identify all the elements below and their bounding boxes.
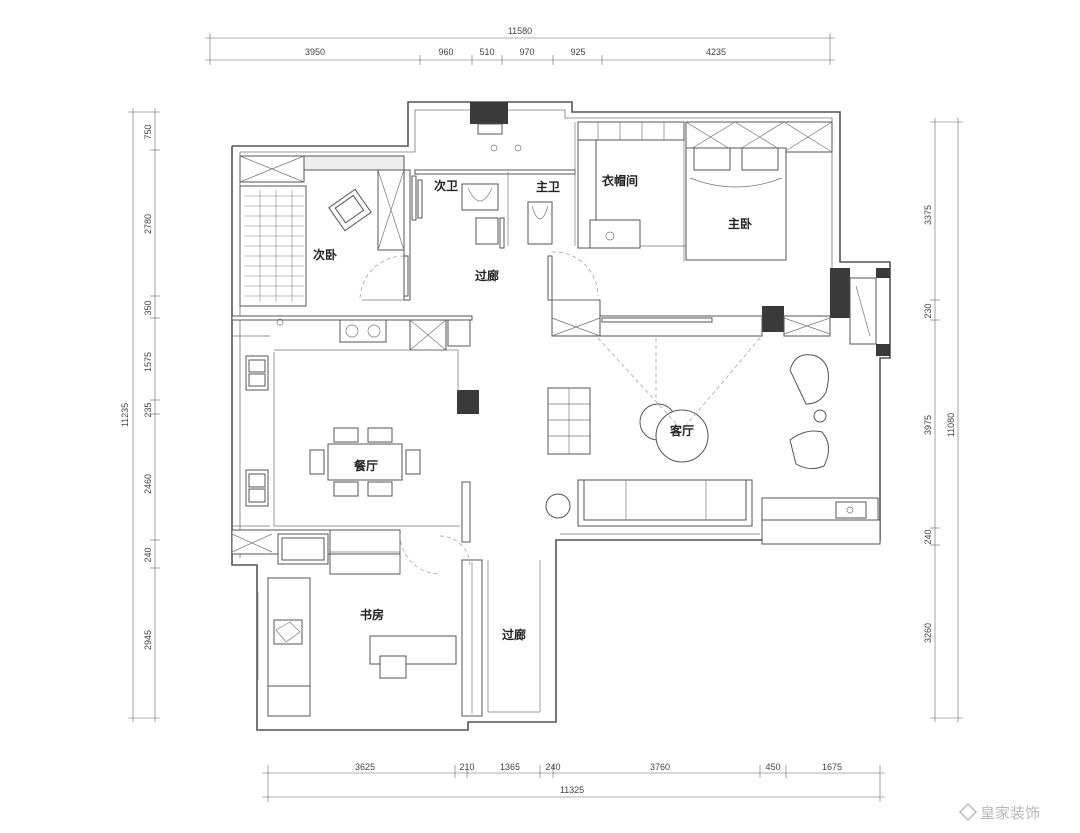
room-label-master-bedroom: 主卧 xyxy=(728,216,752,231)
room-label-dining-room: 餐厅 xyxy=(354,458,378,473)
right-total-dimension: 11080 xyxy=(946,413,956,437)
door-swings xyxy=(359,175,599,575)
bottom-dim-4: 240 xyxy=(545,762,560,772)
bottom-dim-2: 210 xyxy=(459,762,474,772)
bottom-dim-6: 450 xyxy=(765,762,780,772)
right-dim-2: 230 xyxy=(923,303,933,318)
room-label-corridor-lower: 过廊 xyxy=(502,627,526,642)
left-total-dimension: 11235 xyxy=(120,403,130,427)
bottom-dim-5: 3760 xyxy=(650,762,670,772)
room-label-study: 书房 xyxy=(360,607,384,622)
top-dim-1: 3950 xyxy=(305,47,325,57)
top-dimension-lines: 11580 3950 960 510 970 925 4235 xyxy=(205,26,835,65)
bottom-dim-3: 1365 xyxy=(500,762,520,772)
left-dim-8: 2945 xyxy=(143,630,153,650)
furniture xyxy=(239,121,867,717)
bottom-total-dimension: 11325 xyxy=(560,785,584,795)
room-label-walk-in-closet: 衣帽间 xyxy=(602,173,638,188)
left-dim-4: 1575 xyxy=(143,352,153,372)
room-label-secondary-bedroom: 次卧 xyxy=(313,247,337,262)
bottom-dim-1: 3625 xyxy=(355,762,375,772)
right-dim-4: 240 xyxy=(923,529,933,544)
top-dim-4: 970 xyxy=(519,47,534,57)
top-dim-5: 925 xyxy=(570,47,585,57)
right-dim-3: 3975 xyxy=(923,415,933,435)
left-dim-1: 750 xyxy=(143,124,153,139)
bottom-dim-7: 1675 xyxy=(822,762,842,772)
left-dim-7: 240 xyxy=(143,547,153,562)
left-dim-5: 235 xyxy=(143,402,153,417)
room-label-corridor-upper: 过廊 xyxy=(475,268,499,283)
left-dimension-lines: 750 2780 350 1575 235 2460 240 2945 1123… xyxy=(120,108,160,722)
left-dim-3: 350 xyxy=(143,300,153,315)
watermark: 皇家装饰 xyxy=(958,802,1040,822)
right-dimension-lines: 3375 230 3975 240 3260 11080 xyxy=(923,118,963,722)
right-dim-5: 3260 xyxy=(923,623,933,643)
room-label-master-bathroom: 主卫 xyxy=(536,179,560,194)
left-dim-6: 2460 xyxy=(143,474,153,494)
right-dim-1: 3375 xyxy=(923,205,933,225)
bottom-dimension-lines: 3625 210 1365 240 3760 450 1675 11325 xyxy=(262,762,885,802)
top-dim-6: 4235 xyxy=(706,47,726,57)
room-labels: 次卫 主卫 衣帽间 主卧 次卧 过廊 餐厅 客厅 书房 过廊 xyxy=(313,173,752,642)
top-total-dimension: 11580 xyxy=(508,26,532,36)
top-dim-2: 960 xyxy=(438,47,453,57)
watermark-text: 皇家装饰 xyxy=(980,805,1040,822)
room-label-secondary-bathroom: 次卫 xyxy=(434,178,458,193)
top-dim-3: 510 xyxy=(479,47,494,57)
room-label-living-room: 客厅 xyxy=(669,423,694,438)
left-dim-2: 2780 xyxy=(143,214,153,234)
